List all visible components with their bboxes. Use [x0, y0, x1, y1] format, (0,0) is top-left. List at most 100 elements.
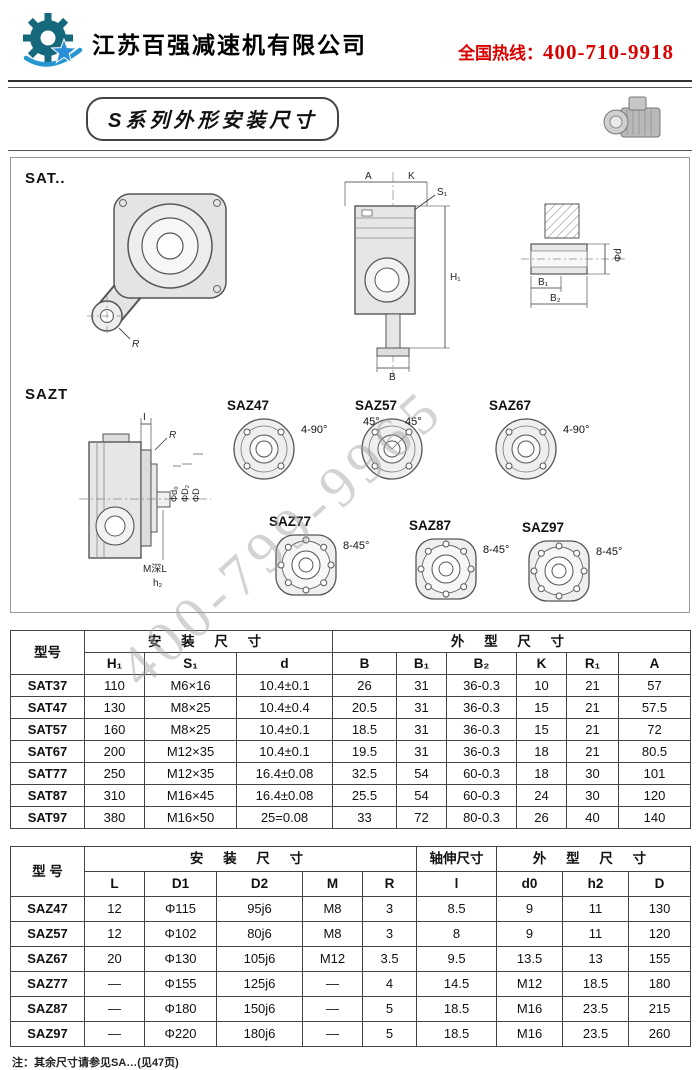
column-header-h2: h2 — [562, 871, 630, 897]
table-cell: 130 — [628, 896, 692, 922]
table-cell: Φ180 — [144, 996, 217, 1022]
table-cell: 18.5 — [332, 718, 397, 741]
table-cell: 130 — [84, 696, 145, 719]
table-cell: 3 — [361, 921, 418, 947]
table-cell: — — [302, 996, 363, 1022]
dim-label-phi-d2cap: ΦD₂ — [180, 484, 190, 502]
table-cell: 18 — [516, 740, 567, 763]
table-cell: 18.5 — [416, 1021, 498, 1047]
sat-series-label: SAT.. — [25, 170, 66, 187]
table-cell: 250 — [84, 762, 145, 785]
flange-name: SAZ47 — [227, 398, 270, 413]
column-header-d2: D2 — [216, 871, 303, 897]
table-cell: 21 — [566, 740, 619, 763]
flange-name: SAZ97 — [522, 520, 565, 535]
company-name: 江苏百强减速机有限公司 — [92, 32, 367, 58]
dim-label-phi-d0: Φd₀ — [169, 486, 179, 502]
gearbox-photo-icon — [603, 96, 661, 137]
model-cell: SAT67 — [10, 740, 85, 763]
sat-side-view-drawing: A K S₁ H₁ B — [344, 171, 461, 382]
table-cell: 4 — [361, 971, 418, 997]
table-header-row: 型号 安 装 尺 寸 外 型 尺 寸 — [10, 630, 692, 675]
dim-label-s1: S₁ — [437, 187, 448, 198]
column-header-b: B — [332, 652, 397, 675]
model-cell: SAZ77 — [10, 971, 85, 997]
table-cell: 11 — [562, 896, 630, 922]
table-row: SAT87 310 M16×45 16.4±0.08 25.5 54 60-0.… — [10, 784, 692, 807]
group-header-install: 安 装 尺 寸 — [84, 630, 333, 653]
table-row: SAZ87 — Φ180 150j6 — 5 18.5 M16 23.5 215 — [10, 996, 692, 1022]
table-cell: 260 — [628, 1021, 692, 1047]
dim-label-h1: H₁ — [450, 272, 461, 283]
table-cell: 31 — [396, 674, 447, 697]
dim-label-b1: B₁ — [538, 277, 549, 288]
table-cell: 60-0.3 — [446, 784, 517, 807]
flange-saz87: SAZ87 8-45° — [403, 518, 521, 602]
table-cell: 20.5 — [332, 696, 397, 719]
model-cell: SAT47 — [10, 696, 85, 719]
table-cell: 9.5 — [416, 946, 498, 972]
table-cell: 125j6 — [216, 971, 303, 997]
table-row: SAZ47 12 Φ115 95j6 M8 3 8.5 9 11 130 — [10, 896, 692, 922]
group-header-shaft: 轴伸尺寸 — [416, 846, 498, 872]
sazt-series-label: SAZT — [25, 386, 69, 403]
table-cell: 9 — [496, 921, 564, 947]
saz-dimensions-table: 型 号 安 装 尺 寸 轴伸尺寸 外 型 尺 寸 L D1 D2 M R l d… — [10, 846, 692, 1047]
table-cell: 23.5 — [562, 1021, 630, 1047]
flange-angle-label: 8-45° — [596, 546, 623, 558]
table-cell: 16.4±0.08 — [236, 784, 333, 807]
flange-drawing-saz87 — [415, 538, 477, 600]
table-cell: — — [302, 1021, 363, 1047]
table-cell: 36-0.3 — [446, 696, 517, 719]
table-subheader-row: H₁ S₁ d B B₁ B₂ K R₁ A — [11, 652, 692, 675]
table-cell: 36-0.3 — [446, 740, 517, 763]
table-cell: 180j6 — [216, 1021, 303, 1047]
table-cell: 140 — [617, 806, 692, 829]
table-cell: 33 — [332, 806, 397, 829]
flange-saz77: SAZ77 8-45° — [263, 514, 381, 598]
table-cell: 12 — [84, 921, 145, 947]
flange-saz67: SAZ67 4-90° — [483, 398, 601, 482]
flange-saz57: SAZ57 45° 45° — [349, 398, 467, 482]
table-cell: 10.4±0.4 — [236, 696, 333, 719]
table-cell: Φ220 — [144, 1021, 217, 1047]
dim-label-b: B — [389, 372, 396, 382]
footer-note: 注：其余尺寸请参见SA…(见47页) — [12, 1057, 179, 1069]
model-cell: SAZ47 — [10, 896, 85, 922]
hotline: 全国热线：400-710-9918 — [458, 39, 674, 65]
page-header: 江苏百强减速机有限公司 全国热线：400-710-9918 — [0, 0, 700, 80]
table-cell: M6×16 — [144, 674, 237, 697]
column-header-b2: B₂ — [446, 652, 517, 675]
dim-label-phi-d: Φd — [613, 248, 624, 262]
table-row: SAZ67 20 Φ130 105j6 M12 3.5 9.5 13.5 13 … — [10, 946, 692, 972]
company-logo-icon — [23, 13, 83, 67]
column-header-model: 型 号 — [10, 846, 85, 897]
table-cell: 40 — [566, 806, 619, 829]
table-cell: 13 — [562, 946, 630, 972]
table-cell: 110 — [84, 674, 145, 697]
table-cell: 8.5 — [416, 896, 498, 922]
sazt-view-drawing: I R Φd₀ ΦD₂ ΦD M深L h₂ — [79, 412, 211, 589]
table-row: SAT77 250 M12×35 16.4±0.08 32.5 54 60-0.… — [10, 762, 692, 785]
table-cell: M16×45 — [144, 784, 237, 807]
flange-drawing-saz97 — [528, 540, 590, 602]
model-cell: SAZ67 — [10, 946, 85, 972]
flange-saz47: SAZ47 4-90° — [221, 398, 339, 482]
header-rule-thick — [8, 80, 692, 82]
table-cell: 31 — [396, 696, 447, 719]
table-cell: 25=0.08 — [236, 806, 333, 829]
table-cell: 25.5 — [332, 784, 397, 807]
table-cell: M12×35 — [144, 762, 237, 785]
table-cell: 54 — [396, 762, 447, 785]
column-header-m: M — [302, 871, 363, 897]
table-cell: 36-0.3 — [446, 674, 517, 697]
model-cell: SAZ57 — [10, 921, 85, 947]
header-rule-thin — [8, 87, 692, 88]
hotline-label: 全国热线： — [458, 44, 543, 63]
hotline-number: 400-710-9918 — [543, 40, 674, 64]
flange-name: SAZ77 — [269, 514, 312, 529]
table-cell: 80j6 — [216, 921, 303, 947]
table-cell: 180 — [628, 971, 692, 997]
flange-saz97: SAZ97 8-45° — [516, 520, 634, 604]
table-header-row: 型 号 安 装 尺 寸 轴伸尺寸 外 型 尺 寸 — [10, 846, 692, 897]
